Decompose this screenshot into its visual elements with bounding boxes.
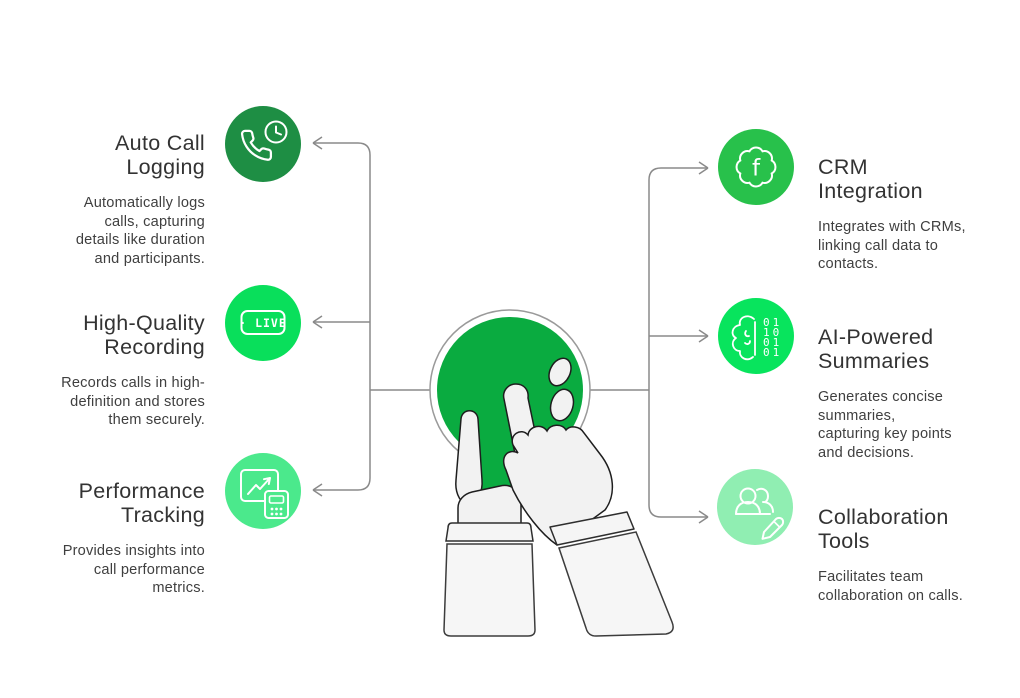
feature-collaboration-tools: Collaboration Tools Facilitates team col… [818,505,1013,605]
right-cuff [549,511,635,546]
feature-title: Collaboration Tools [818,505,949,553]
arrowhead-right-top-icon [698,161,709,175]
feature-description: Integrates with CRMs, linking call data … [818,219,966,273]
feature-ai-powered-summaries: AI-Powered Summaries Generates concise s… [818,325,1013,462]
calculator-screen [268,495,285,504]
svg-text:01: 01 [763,346,782,359]
feature-description: Generates concise summaries, capturing k… [818,389,952,461]
feature-description: Automatically logs calls, capturing deta… [75,195,205,267]
clock-glyph [264,120,288,144]
person-front-shoulders [735,501,761,515]
gear-letter: f [752,156,761,182]
pencil-glyph [761,516,785,540]
feature-title: High-Quality Recording [83,311,205,359]
connector-left-trunk [313,142,371,491]
feature-title: AI-Powered Summaries [818,325,934,373]
chart-calculator-icon [225,453,301,529]
feature-crm-integration: CRM Integration Integrates with CRMs, li… [818,155,1013,274]
feature-title: Performance Tracking [78,479,205,527]
svg-text:01: 01 [763,336,782,349]
people-pencil-icon [717,469,793,545]
svg-text:10: 10 [763,326,782,339]
brain-folds [744,330,751,345]
right-sleeve [558,531,674,637]
gear-f-icon: f [718,129,794,205]
feature-description: Provides insights into call performance … [62,543,205,597]
person-front-head [739,487,757,505]
brain-binary-icon: 01 10 01 01 [718,298,794,374]
binary-digits: 01 10 01 01 [763,316,782,359]
feature-title: CRM Integration [818,155,923,203]
brain-outline [731,315,755,361]
arrowhead-left-top-icon [312,136,323,150]
live-badge-icon: · LIVE [225,285,301,361]
feature-auto-call-logging: Auto Call Logging Automatically logs cal… [0,131,205,268]
clock-hands [275,125,282,136]
calculator-body [264,490,289,519]
arrowhead-right-middle-icon [698,329,709,343]
person-back-head [756,487,769,503]
connector-lines [312,136,709,524]
hands-illustration [429,309,674,637]
arrowhead-left-bottom-icon [312,483,323,497]
left-cuff [445,522,534,542]
feature-description: Facilitates team collaboration on calls. [818,569,963,604]
feature-high-quality-recording: High-Quality Recording Records calls in … [0,311,205,430]
calculator-buttons [270,507,283,516]
chart-frame [240,469,279,502]
gear-outline [735,146,777,188]
phone-handset-glyph [240,129,273,161]
svg-text:01: 01 [763,316,782,329]
right-fingertip-upper [548,357,572,387]
feature-title: Auto Call Logging [115,131,205,179]
arrowhead-right-bottom-icon [698,510,709,524]
connector-right-trunk [648,167,708,518]
feature-performance-tracking: Performance Tracking Provides insights i… [0,479,205,598]
person-back-shoulders [762,501,774,513]
right-fingertip-lower [549,388,575,422]
feature-description: Records calls in high- definition and st… [61,375,205,429]
left-sleeve [443,543,536,637]
phone-clock-icon [225,106,301,182]
arrowhead-left-middle-icon [312,315,323,329]
live-badge-frame [240,310,286,335]
trend-arrow [247,477,271,495]
pencil-band [773,520,781,528]
live-label: · LIVE [239,316,287,330]
